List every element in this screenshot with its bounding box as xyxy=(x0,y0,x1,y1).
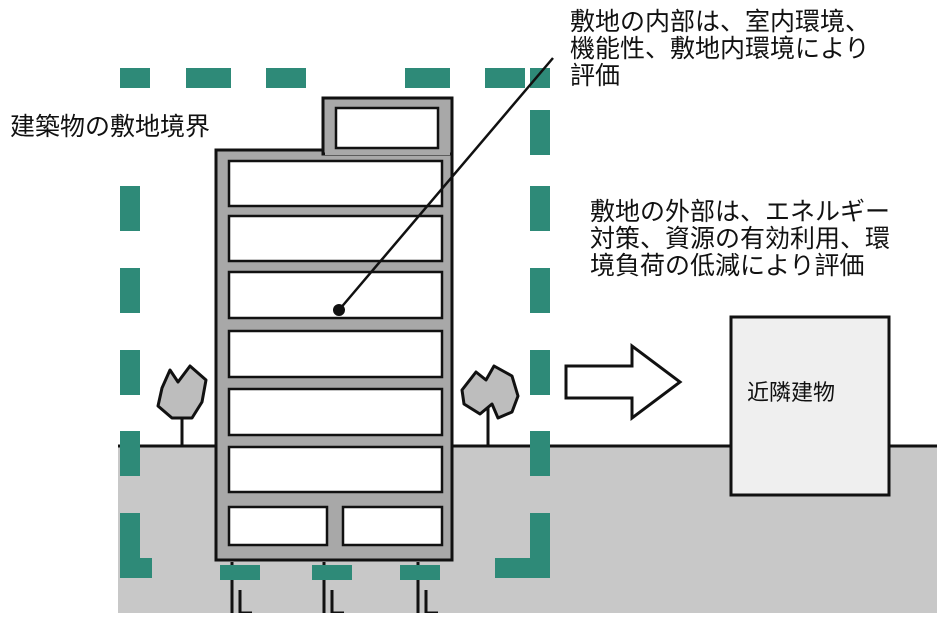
building-window xyxy=(227,329,444,379)
right-arrow-icon xyxy=(564,343,683,421)
building-window xyxy=(227,214,444,263)
penthouse-join xyxy=(325,145,450,155)
site-boundary-dashed-line xyxy=(120,68,550,580)
neighbor-building xyxy=(729,315,891,497)
building-window xyxy=(227,505,329,547)
site-boundary-label: 建築物の敷地境界 xyxy=(10,112,211,141)
neighbor-building-label: 近隣建物 xyxy=(747,381,836,406)
tree-icon xyxy=(460,364,520,446)
tree-icon xyxy=(156,364,208,446)
leader-dot xyxy=(333,304,345,316)
building-window xyxy=(227,387,444,437)
outer-evaluation-label: 敷地の外部は、エネルギー 対策、資源の有効利用、環 境負荷の低減により評価 xyxy=(590,197,891,280)
building-window xyxy=(227,159,444,208)
building-window xyxy=(334,106,440,150)
building-window xyxy=(227,445,444,494)
inner-evaluation-label: 敷地の内部は、室内環境、 機能性、敷地内環境により 評価 xyxy=(570,7,871,90)
main-building xyxy=(214,96,454,562)
leader-line xyxy=(338,57,554,311)
building-window xyxy=(341,505,444,547)
